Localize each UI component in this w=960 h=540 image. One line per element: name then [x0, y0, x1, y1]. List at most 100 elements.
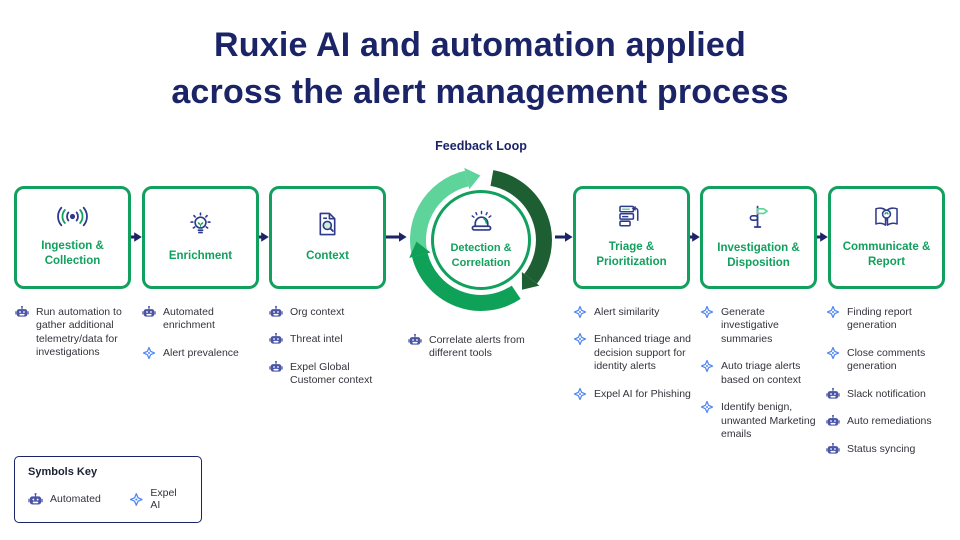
bullet-item: Identify benign, unwanted Marketing emai… — [700, 401, 820, 441]
bullet-text: Org context — [290, 306, 345, 318]
bullet-item: Enhanced triage and decision support for… — [573, 333, 693, 373]
bullet-text: Alert prevalence — [163, 346, 239, 359]
bullet-item: Alert similarity — [573, 305, 693, 319]
flow-arrow — [555, 230, 573, 244]
stage-label: Triage & Prioritization — [596, 241, 667, 268]
expel-ai-icon — [826, 305, 840, 319]
lightbulb-icon — [188, 211, 213, 242]
bullet-item: Alert prevalence — [142, 346, 260, 360]
stage-enrichment: Enrichment — [142, 185, 259, 289]
page-title-line1: Ruxie AI and automation applied — [214, 26, 746, 64]
bullet-text: Expel Global Customer context — [290, 360, 373, 387]
document-search-icon — [316, 211, 339, 242]
bullet-text: Automated enrichment — [163, 306, 215, 332]
bullet-item: Finding report generation — [826, 305, 944, 333]
automated-icon — [142, 305, 156, 317]
automated-icon — [269, 333, 283, 345]
bullet-item: Auto triage alerts based on context — [700, 360, 820, 387]
bullets-detection-correlation: Correlate alerts from different tools — [408, 333, 560, 375]
bullet-item: Slack notification — [826, 387, 944, 401]
bullet-text: Close comments generation — [847, 346, 926, 373]
stage-investigation-disposition: Investigation & Disposition — [700, 185, 817, 289]
expel-ai-icon — [700, 305, 714, 319]
feedback-loop-label: Feedback Loop — [435, 139, 527, 153]
bullet-item: Expel Global Customer context — [269, 360, 389, 388]
bullets-context: Org context Threat intel Expel Global Cu… — [269, 305, 389, 402]
stage-label: Investigation & Disposition — [717, 241, 800, 269]
page-title: Ruxie AI and automation applied across t… — [0, 22, 960, 116]
stage-label: Communicate & Report — [842, 240, 931, 268]
bullet-item: Status syncing — [826, 442, 944, 456]
automated-icon — [269, 305, 283, 317]
bullet-item: Close comments generation — [826, 346, 944, 374]
bullets-communicate-report: Finding report generation Close comments… — [826, 305, 944, 470]
symbols-key-title: Symbols Key — [28, 466, 98, 478]
report-book-icon — [873, 205, 900, 233]
page-title-line2: across the alert management process — [171, 72, 789, 111]
bullet-item: Automated enrichment — [142, 305, 260, 333]
stage-label: Context — [306, 249, 349, 262]
stage-communicate-report: Communicate & Report — [828, 185, 945, 289]
flow-arrow — [386, 230, 407, 244]
automated-icon — [826, 415, 840, 426]
bullets-enrichment: Automated enrichment Alert prevalence — [142, 305, 260, 374]
bullet-text: Slack notification — [847, 387, 926, 400]
key-item-label: Automated — [50, 493, 101, 505]
process-flow: Ingestion & Collection Enrichment — [14, 139, 946, 322]
bullet-text: Status syncing — [847, 442, 916, 455]
automated-icon — [15, 305, 29, 317]
expel-ai-icon — [700, 360, 714, 373]
bullet-text: Threat intel — [290, 333, 343, 346]
key-item-label: Expel AI — [150, 487, 177, 511]
bullet-item: Run automation to gather additional tele… — [15, 305, 133, 360]
signal-icon — [56, 206, 89, 232]
automated-icon — [269, 360, 283, 372]
bullet-text: Generate investigative summaries — [721, 306, 779, 345]
priority-list-icon — [618, 204, 645, 233]
stage-label: Detection & Correlation — [450, 242, 512, 269]
stage-label: Enrichment — [168, 249, 233, 262]
siren-icon — [468, 210, 495, 238]
stage-label: Ingestion & Collection — [41, 239, 104, 267]
expel-ai-icon — [573, 305, 587, 319]
bullet-text: Alert similarity — [594, 306, 660, 318]
bullet-text: Auto triage alerts based on context — [721, 360, 801, 386]
flow-arrow — [817, 230, 828, 244]
bullet-text: Expel AI for Phishing — [594, 387, 691, 400]
bullet-item: Auto remediations — [826, 415, 944, 428]
automated-icon — [826, 442, 840, 454]
key-item-automated: Automated — [28, 492, 101, 507]
key-item-expel-ai: Expel AI — [129, 487, 188, 511]
bullet-item: Expel AI for Phishing — [573, 387, 693, 401]
bullet-item: Generate investigative summaries — [700, 305, 820, 346]
automated-icon — [408, 333, 422, 345]
bullets-triage-prioritization: Alert similarity Enhanced triage and dec… — [573, 305, 693, 415]
bullets-ingestion-collection: Run automation to gather additional tele… — [15, 305, 133, 374]
expel-ai-icon — [142, 346, 156, 359]
bullet-text: Finding report generation — [847, 306, 912, 332]
expel-ai-icon — [129, 492, 143, 506]
bullet-text: Auto remediations — [847, 415, 932, 428]
flow-arrow — [690, 230, 700, 244]
flow-arrow — [259, 230, 269, 244]
bullet-text: Identify benign, unwanted Marketing emai… — [721, 401, 816, 441]
expel-ai-icon — [826, 346, 840, 359]
stage-context: Context — [269, 185, 386, 289]
automated-icon — [826, 387, 840, 399]
expel-ai-icon — [573, 387, 587, 400]
stage-ingestion-collection: Ingestion & Collection — [14, 185, 131, 289]
bullets-investigation-disposition: Generate investigative summaries Auto tr… — [700, 305, 820, 456]
expel-ai-icon — [700, 401, 714, 414]
bullet-text: Run automation to gather additional tele… — [36, 306, 122, 359]
signpost-icon — [748, 204, 769, 234]
symbols-key: Symbols Key Automated Expel AI — [14, 456, 202, 523]
bullet-text: Enhanced triage and decision support for… — [594, 333, 691, 373]
feedback-loop: Feedback Loop De — [407, 139, 555, 320]
flow-arrow — [131, 230, 142, 244]
bullet-item: Correlate alerts from different tools — [408, 333, 560, 361]
automated-icon — [28, 492, 43, 504]
bullet-text: Correlate alerts from different tools — [429, 334, 525, 360]
bullet-item: Threat intel — [269, 333, 389, 346]
expel-ai-icon — [573, 333, 587, 346]
stage-triage-prioritization: Triage & Prioritization — [573, 185, 690, 289]
